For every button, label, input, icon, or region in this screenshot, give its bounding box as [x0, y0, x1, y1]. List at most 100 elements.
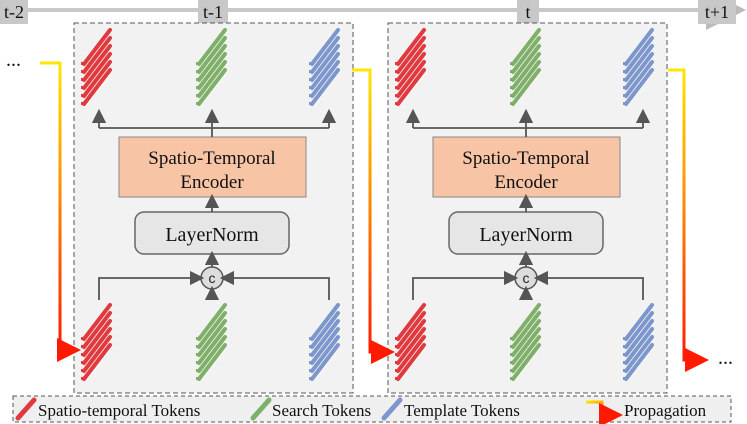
token-dot: [623, 337, 626, 340]
token-strip: [82, 52, 112, 90]
token-strip: [624, 327, 654, 365]
token-dot: [395, 345, 398, 348]
output-template-tokens: [309, 28, 342, 106]
token-dot: [623, 345, 626, 348]
token-strip: [511, 28, 541, 66]
token-strip: [310, 44, 340, 82]
token-strip: [82, 68, 112, 106]
token-strip-edge: [314, 345, 342, 381]
token-strip: [197, 44, 227, 82]
token-dot: [510, 377, 513, 380]
timestep-t: t: [517, 0, 539, 24]
output-template-tokens: [623, 28, 656, 106]
token-strip: [624, 303, 654, 341]
token-dot: [510, 345, 513, 348]
input-template-tokens: [623, 303, 656, 381]
token-strip: [511, 36, 541, 74]
propagation-arrow-mid: [352, 68, 395, 364]
token-strip-edge: [201, 345, 229, 381]
legend-label: Search Tokens: [272, 401, 371, 420]
ellipsis-right: ...: [718, 347, 733, 369]
token-dot: [196, 86, 199, 89]
token-dot: [510, 78, 513, 81]
timestep-label: t-2: [4, 2, 24, 22]
token-strip: [511, 311, 541, 349]
token-strip: [511, 44, 541, 82]
encoder-blocks: Spatio-TemporalEncoderLayerNormcSpatio-T…: [73, 22, 668, 394]
token-dot: [623, 377, 626, 380]
input-template-tokens: [309, 303, 342, 381]
token-strip: [310, 327, 340, 365]
arrow-input-left: [412, 270, 519, 300]
token-dot: [510, 353, 513, 356]
token-strip: [310, 343, 340, 381]
token-strip: [310, 52, 340, 90]
token-dot: [196, 70, 199, 73]
token-strip: [396, 44, 426, 82]
token-strip: [82, 36, 112, 74]
token-strip: [396, 335, 426, 373]
token-strip: [624, 311, 654, 349]
token-strip: [624, 343, 654, 381]
token-strip-edge: [86, 70, 114, 106]
token-strip: [197, 319, 227, 357]
token-dot: [81, 78, 84, 81]
token-strip: [310, 60, 340, 98]
token-dot: [81, 377, 84, 380]
layernorm-label: LayerNorm: [479, 224, 573, 246]
token-dot: [309, 345, 312, 348]
legend-item-spatio-temporal: Spatio-temporal Tokens: [15, 397, 200, 421]
token-strip: [511, 68, 541, 106]
legend-item-search: Search Tokens: [250, 397, 371, 421]
propagation-arrow-out: [668, 68, 709, 372]
token-dot: [81, 369, 84, 372]
token-strip: [310, 36, 340, 74]
token-dot: [395, 377, 398, 380]
token-dot: [309, 62, 312, 65]
token-strip: [396, 36, 426, 74]
token-strip-edge: [628, 70, 656, 106]
token-strip: [197, 60, 227, 98]
token-strip: [197, 36, 227, 74]
token-strip-edge: [201, 70, 229, 106]
token-dot: [510, 62, 513, 65]
token-dot: [196, 78, 199, 81]
token-strip: [197, 343, 227, 381]
token-dot: [309, 94, 312, 97]
token-dot: [395, 78, 398, 81]
input-spatio-temporal-tokens: [81, 303, 114, 381]
token-dot: [510, 337, 513, 340]
token-strip: [82, 327, 112, 365]
token-strip: [624, 44, 654, 82]
token-strip: [82, 311, 112, 349]
timestep-t-2: t-2: [0, 0, 28, 24]
token-dot: [510, 94, 513, 97]
arrow-input-right: [219, 270, 330, 300]
token-dot: [81, 337, 84, 340]
token-dot: [395, 62, 398, 65]
token-strip: [511, 327, 541, 365]
token-dot: [623, 353, 626, 356]
token-strip-edge: [628, 345, 656, 381]
token-strip: [396, 68, 426, 106]
encoder-label-line1: Spatio-Temporal: [148, 148, 275, 169]
concat-symbol: c: [209, 270, 216, 286]
token-dot: [81, 94, 84, 97]
token-dot: [309, 102, 312, 105]
token-dot: [510, 70, 513, 73]
token-dot: [309, 86, 312, 89]
token-strip-edge: [400, 345, 428, 381]
spatio-temporal-encoder-box: [432, 136, 621, 198]
propagation-arrows: [40, 61, 709, 372]
concat-symbol: c: [523, 270, 530, 286]
token-dot: [196, 102, 199, 105]
token-dot: [309, 361, 312, 364]
token-dot: [395, 70, 398, 73]
token-strip: [197, 68, 227, 106]
token-dot: [623, 86, 626, 89]
token-dot: [81, 102, 84, 105]
token-strip: [396, 343, 426, 381]
